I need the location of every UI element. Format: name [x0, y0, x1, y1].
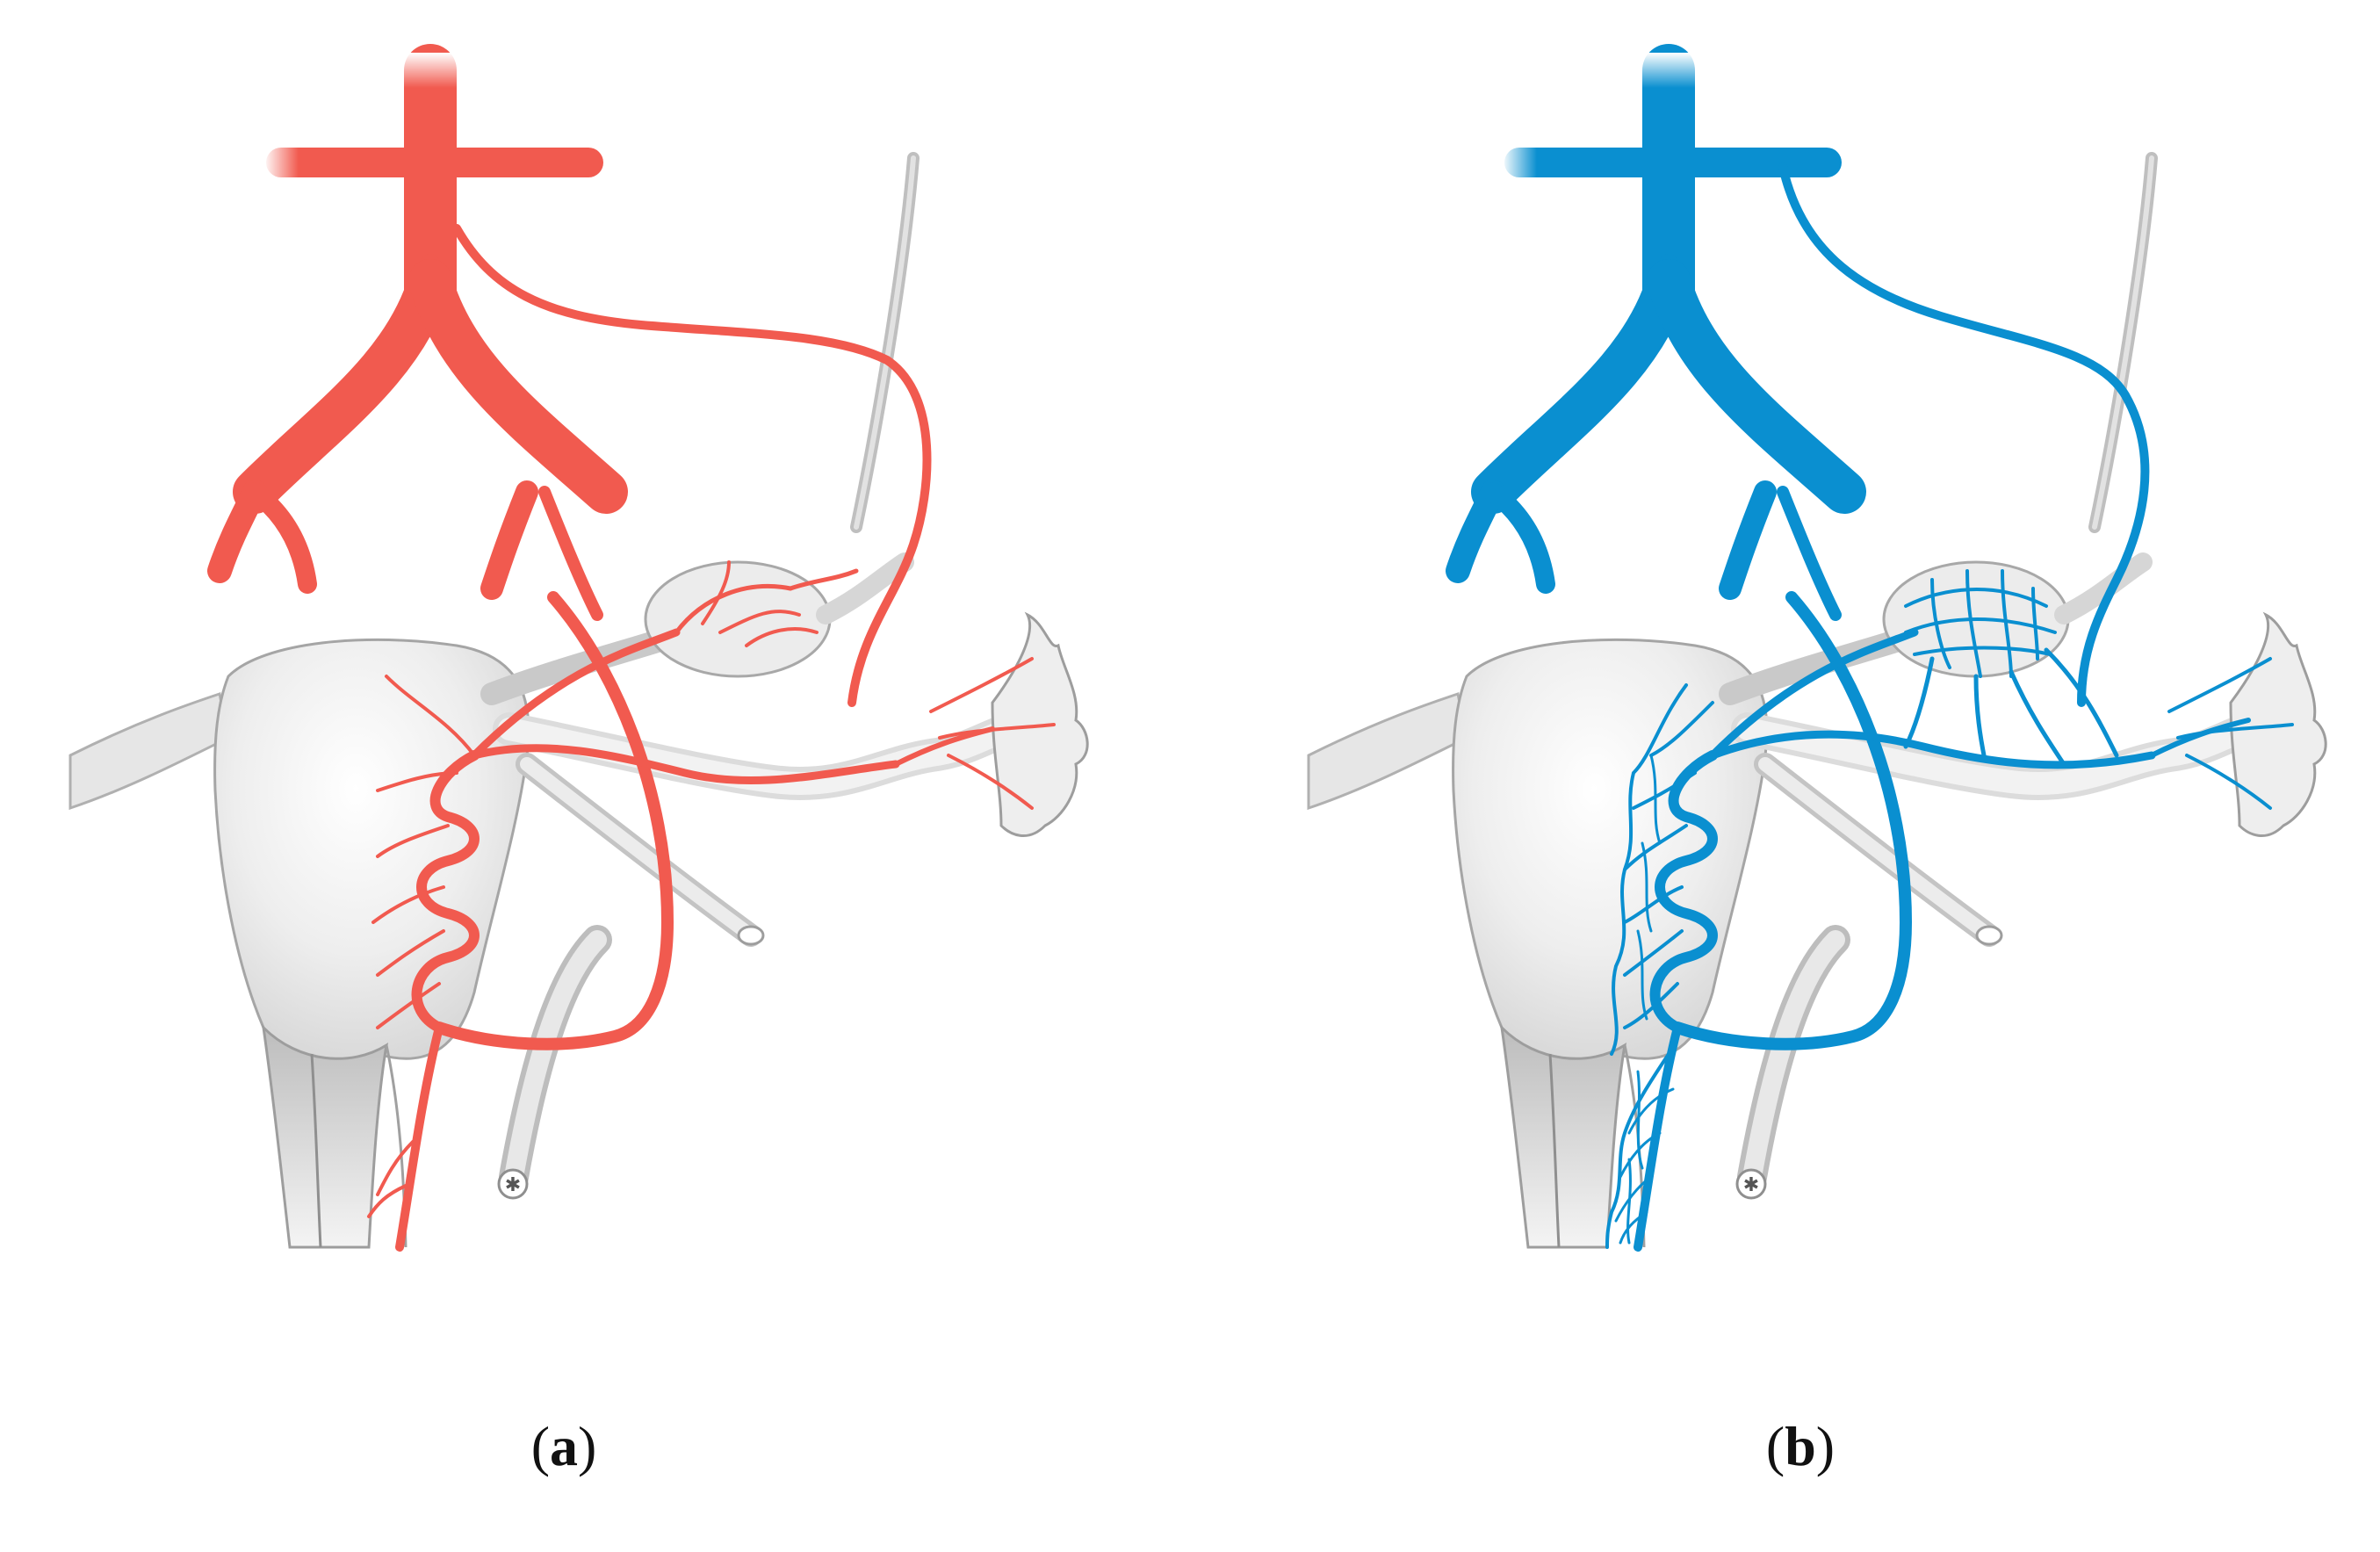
panel-a-arterial: [70, 44, 1087, 1252]
panel-a-letter: a: [550, 1415, 578, 1477]
panel-b-venous: [1309, 44, 2326, 1252]
panel-b-anatomy: [1309, 158, 2326, 1247]
panel-b-caption: (b): [1765, 1415, 1835, 1477]
panel-a-vessels: [207, 44, 1056, 1252]
panel-b-vessels: [1446, 44, 2294, 1252]
panel-b-letter: b: [1785, 1415, 1816, 1477]
panel-a-caption: (a): [530, 1415, 597, 1477]
panel-a-anatomy: [70, 158, 1087, 1247]
